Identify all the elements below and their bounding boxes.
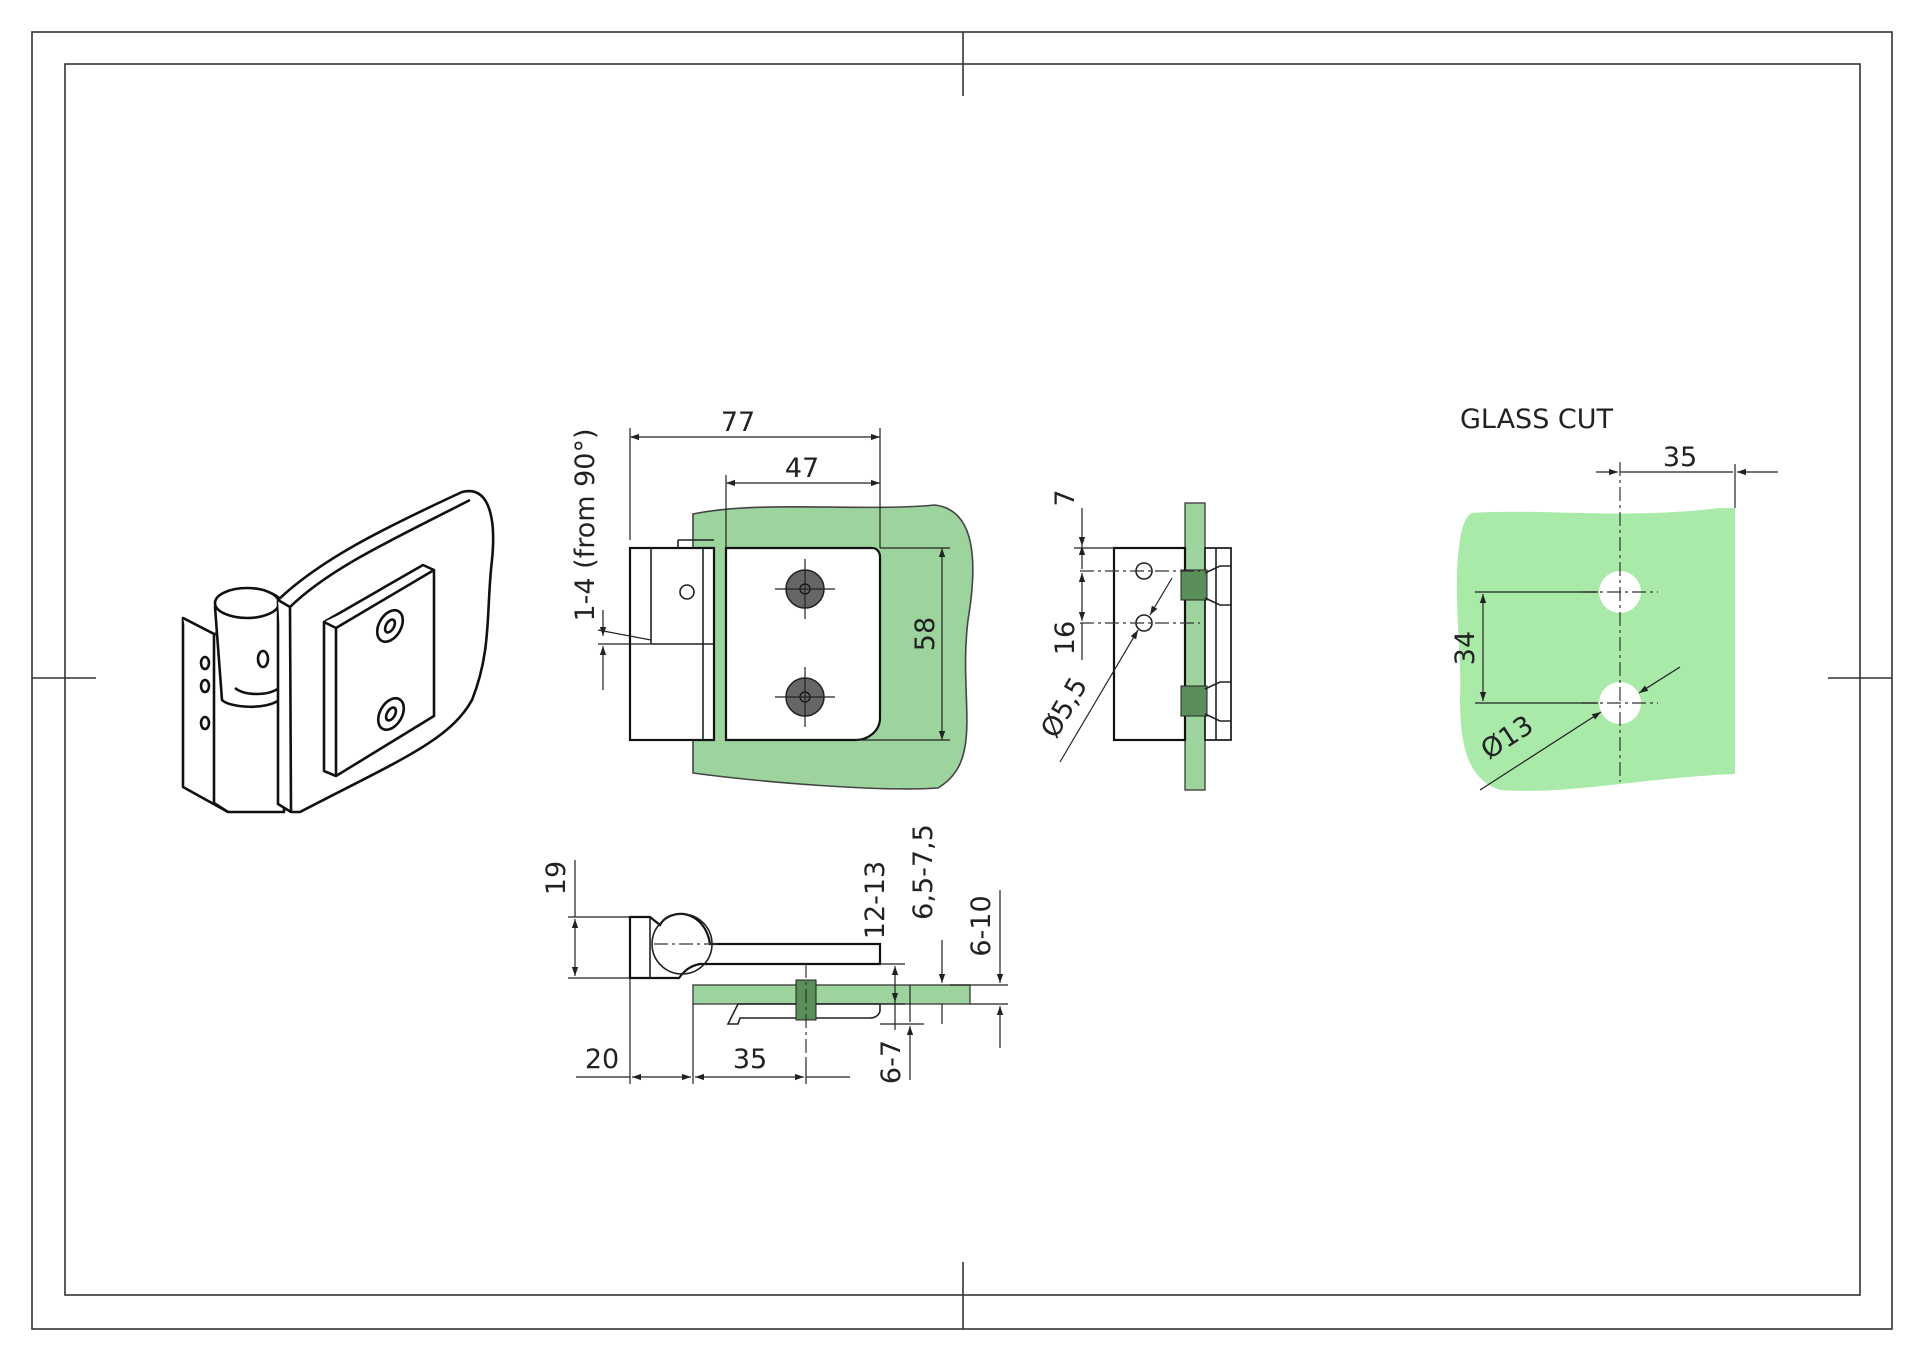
glass-top	[692, 984, 971, 1005]
dim-screw-offset: 35	[733, 1044, 767, 1075]
top-view: 19 12-13 6,5-7,5 6-10 6-7 20 35	[541, 824, 1008, 1084]
glass-side	[1184, 502, 1206, 791]
dim-angle-adjust: 1-4 (from 90°)	[570, 428, 601, 621]
dim-glass: 6-10	[966, 895, 997, 956]
dim-width-plate: 47	[785, 453, 819, 484]
dim-hole-spacing-cut: 34	[1450, 631, 1481, 665]
screw-top	[775, 559, 835, 619]
dim-offset-left: 20	[585, 1044, 619, 1075]
dim-offset-top: 7	[1050, 489, 1081, 506]
front-view: 77 47 58 1-4 (from 90°)	[570, 407, 974, 790]
glass-cut-panel	[1456, 508, 1735, 791]
glass-cut-view: GLASS CUT 35 34 Ø13	[1450, 404, 1778, 791]
dim-hole-spacing: 16	[1050, 621, 1081, 655]
dim-hole-diameter: Ø5,5	[1035, 672, 1094, 743]
sheet-frame	[31, 31, 1893, 1330]
dim-thickness: 19	[541, 861, 572, 895]
dim-height-plate: 58	[910, 617, 941, 651]
dim-width-overall: 77	[721, 407, 755, 438]
dim-edge-offset: 35	[1663, 442, 1697, 473]
screw-bottom	[775, 667, 835, 727]
dim-gap: 12-13	[860, 861, 891, 939]
isometric-view	[181, 489, 495, 814]
glass-cut-title: GLASS CUT	[1460, 404, 1614, 435]
side-view: 7 16 Ø5,5	[1035, 489, 1232, 791]
dim-plate: 6,5-7,5	[908, 824, 939, 920]
dim-cover: 6-7	[876, 1040, 907, 1084]
